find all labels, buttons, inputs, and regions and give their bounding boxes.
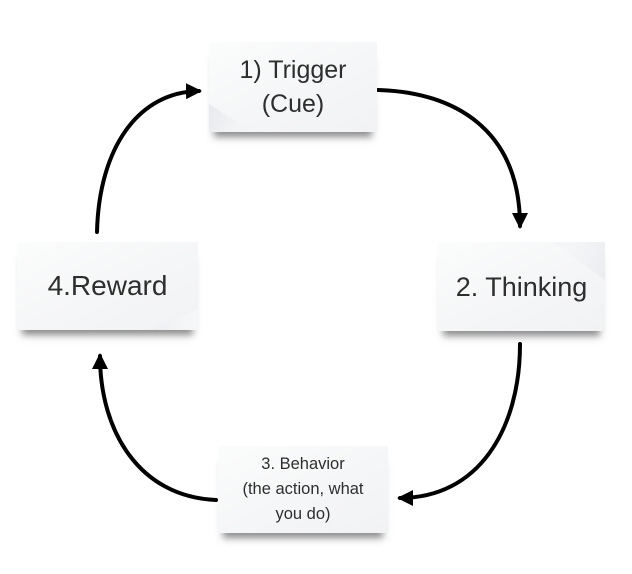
arrow-behavior-to-reward-icon — [92, 353, 218, 502]
note-behavior: 3. Behavior (the action, what you do) — [218, 446, 388, 533]
note-trigger: 1) Trigger (Cue) — [209, 42, 377, 132]
arrow-reward-to-trigger-icon — [95, 83, 202, 234]
note-behavior-label: 3. Behavior (the action, what you do) — [242, 455, 364, 523]
note-thinking: 2. Thinking — [438, 242, 605, 331]
note-reward-label: 4.Reward — [47, 270, 168, 301]
note-thinking-label: 2. Thinking — [455, 271, 588, 302]
arrow-trigger-to-thinking-icon — [376, 88, 528, 229]
corner-fold — [152, 308, 198, 330]
note-reward: 4.Reward — [17, 242, 198, 330]
arrow-thinking-to-behavior-icon — [397, 342, 522, 506]
note-trigger-label: 1) Trigger (Cue) — [239, 56, 347, 118]
